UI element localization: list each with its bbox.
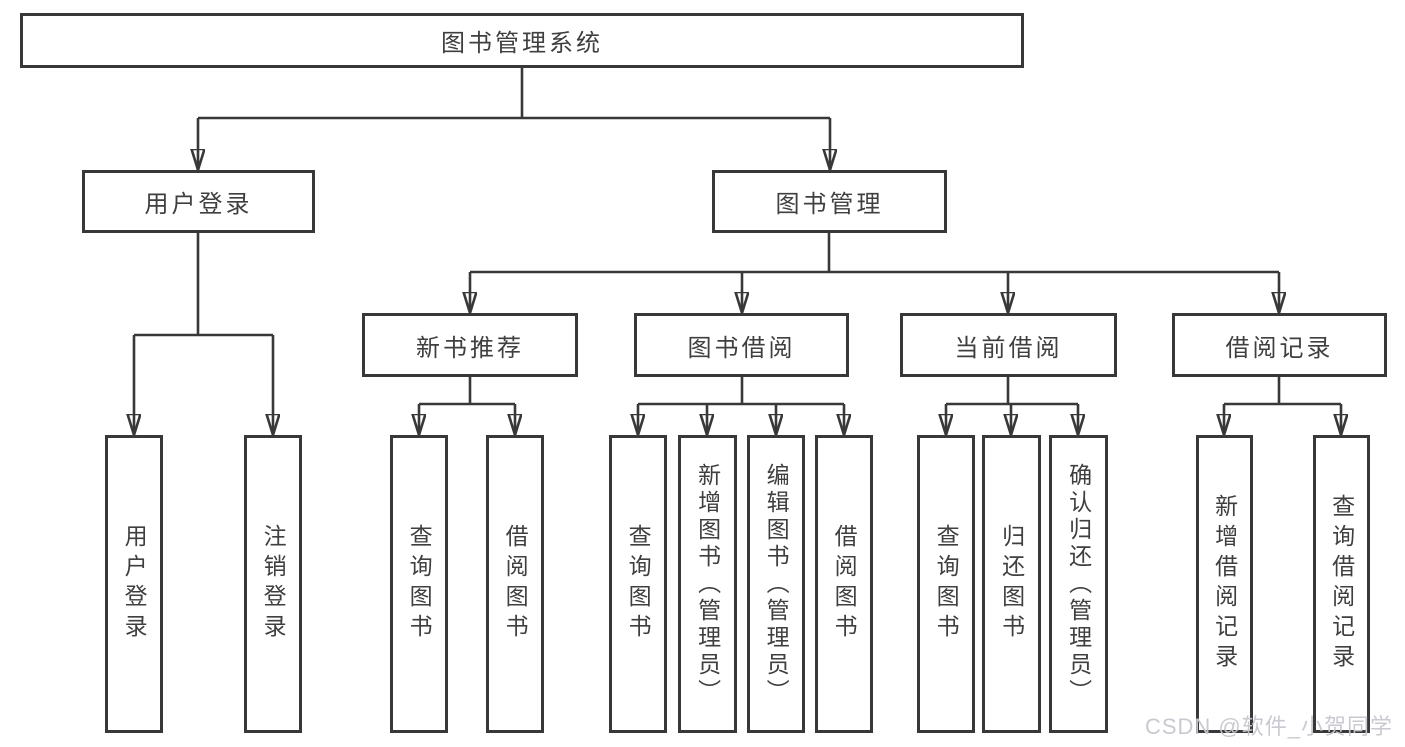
node-book-borrow: 图书借阅 <box>634 313 849 377</box>
leaf-query-books-recommend: 查询图书 <box>390 435 448 733</box>
leaf-query-borrow-record: 查询借阅记录 <box>1313 435 1370 733</box>
leaf-confirm-return-admin: 确认归还（管理员） <box>1049 435 1108 733</box>
leaf-label: 用户登录 <box>121 524 148 644</box>
leaf-add-borrow-record: 新增借阅记录 <box>1196 435 1253 733</box>
connector-root-to-level2 <box>198 68 830 169</box>
node-user-login: 用户登录 <box>82 170 315 233</box>
connector-book-borrow-branch <box>638 377 844 434</box>
leaf-label: 编辑图书（管理员） <box>763 462 790 706</box>
leaf-return-books: 归还图书 <box>982 435 1041 733</box>
connector-borrow-record-branch <box>1224 377 1341 434</box>
leaf-query-books-borrow: 查询图书 <box>609 435 667 733</box>
leaf-label: 查询图书 <box>933 524 960 644</box>
leaf-label: 确认归还（管理员） <box>1065 462 1092 706</box>
leaf-label: 查询借阅记录 <box>1328 494 1355 674</box>
connector-current-borrow-branch <box>946 377 1078 434</box>
leaf-user-login: 用户登录 <box>105 435 163 733</box>
node-book-management: 图书管理 <box>712 170 947 233</box>
leaf-label: 归还图书 <box>998 524 1025 644</box>
watermark: CSDN @软件_小贺同学 <box>1144 714 1393 739</box>
leaf-label: 注销登录 <box>260 524 287 644</box>
node-borrow-record: 借阅记录 <box>1172 313 1387 377</box>
node-current-borrow: 当前借阅 <box>900 313 1117 377</box>
leaf-label: 借阅图书 <box>831 524 858 644</box>
leaf-borrow-books-recommend: 借阅图书 <box>486 435 544 733</box>
leaf-add-book-admin: 新增图书（管理员） <box>678 435 737 733</box>
connector-new-book-branch <box>419 377 515 434</box>
leaf-label: 查询图书 <box>625 524 652 644</box>
connector-book-management-branch <box>470 233 1279 312</box>
leaf-label: 新增借阅记录 <box>1211 494 1238 674</box>
leaf-query-books-current: 查询图书 <box>917 435 975 733</box>
connector-user-login-branch <box>134 233 273 434</box>
leaf-label: 新增图书（管理员） <box>694 462 721 706</box>
leaf-label: 借阅图书 <box>502 524 529 644</box>
node-library-management-system: 图书管理系统 <box>20 13 1024 68</box>
leaf-borrow-books: 借阅图书 <box>815 435 873 733</box>
leaf-label: 查询图书 <box>406 524 433 644</box>
leaf-edit-book-admin: 编辑图书（管理员） <box>747 435 805 733</box>
leaf-logout: 注销登录 <box>244 435 302 733</box>
node-new-book-recommend: 新书推荐 <box>362 313 578 377</box>
